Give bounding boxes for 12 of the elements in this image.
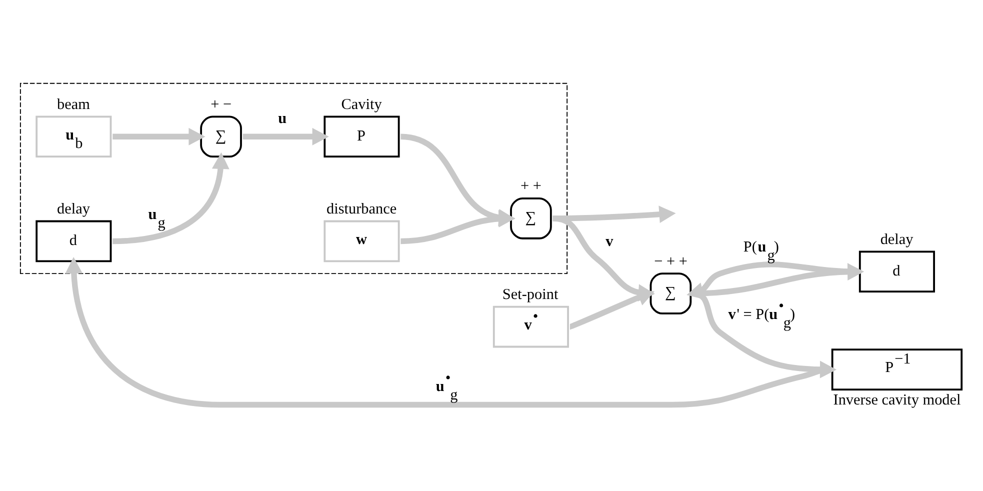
node-label: disturbance <box>326 200 397 218</box>
node-label: + + <box>520 178 542 195</box>
node-label: beam <box>57 96 90 113</box>
edge-label: v <box>606 232 614 250</box>
node-label: Cavity <box>341 96 382 113</box>
node-label: − + + <box>654 252 688 270</box>
node-label: delay <box>880 230 914 248</box>
node-label: + − <box>210 96 232 113</box>
node-label: Set-point <box>502 286 558 304</box>
edge-label: u <box>278 110 287 128</box>
node-label: Inverse cavity model <box>833 392 961 409</box>
node-label: delay <box>57 200 90 218</box>
